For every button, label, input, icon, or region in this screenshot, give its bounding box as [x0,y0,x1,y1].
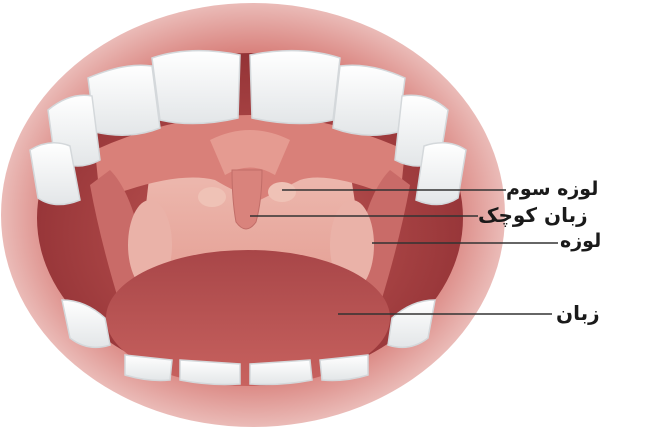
lower-tooth-3 [250,360,312,385]
upper-incisor-left [152,51,240,124]
upper-incisor-right [250,51,340,124]
adenoid-left [198,187,226,207]
upper-premolar-right [416,143,466,205]
label-uvula: زبان کوچک [478,205,588,225]
upper-lateral-left [88,65,160,135]
lower-tooth-2 [180,360,240,385]
lower-tooth-1 [125,355,172,380]
label-tongue: زبان [556,303,600,323]
upper-lateral-right [333,65,405,135]
label-tonsil: لوزه [560,232,601,251]
adenoid-right [268,182,296,202]
label-adenoid: لوزه سوم [506,180,598,199]
lower-tooth-4 [320,355,368,380]
